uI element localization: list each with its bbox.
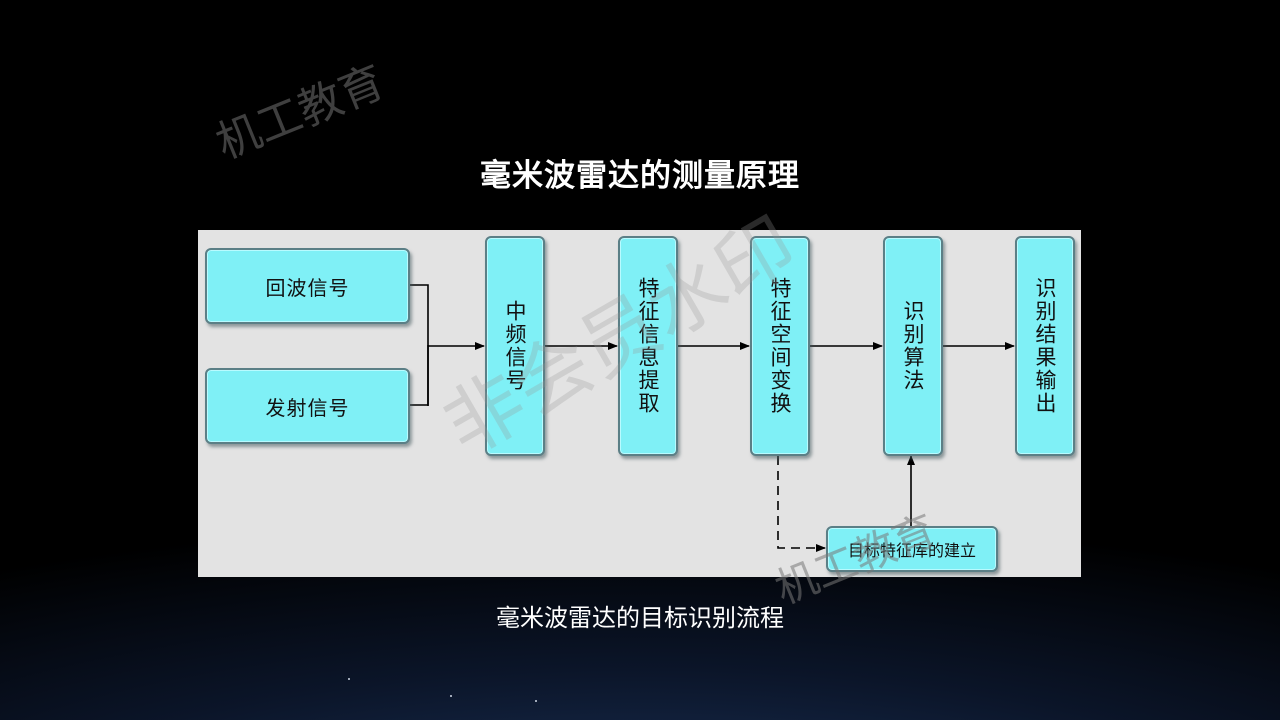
star [535,700,537,702]
edge-transmit-bracket [410,345,429,406]
slide-title: 毫米波雷达的测量原理 [480,158,800,194]
edge-echo-bracket [410,284,429,406]
node-label: 识别算法 [901,300,925,392]
node-transmit-signal: 发射信号 [205,368,410,444]
node-label: 特征信息提取 [636,277,660,415]
node-label: 目标特征库的建立 [847,541,976,560]
node-label: 中频信号 [503,300,527,392]
edge-transform-to-library [777,456,826,552]
flowchart-connectors [410,284,1015,552]
node-if-signal: 中频信号 [485,236,545,456]
node-feature-extract: 特征信息提取 [618,236,678,456]
node-feature-library: 目标特征库的建立 [826,526,998,572]
node-echo-signal: 回波信号 [205,248,410,324]
node-label: 发射信号 [265,395,350,420]
node-label: 识别结果输出 [1033,277,1057,415]
node-label: 回波信号 [265,275,350,300]
flowchart-panel: 回波信号 发射信号 中频信号 特征信息提取 特征空间变换 识别算法 识别结果输出… [198,230,1081,577]
figure-caption: 毫米波雷达的目标识别流程 [496,604,784,632]
node-result-output: 识别结果输出 [1015,236,1075,456]
star [348,678,350,680]
star [450,695,452,697]
node-label: 特征空间变换 [768,277,792,415]
node-recognition-algorithm: 识别算法 [883,236,943,456]
node-feature-transform: 特征空间变换 [750,236,810,456]
